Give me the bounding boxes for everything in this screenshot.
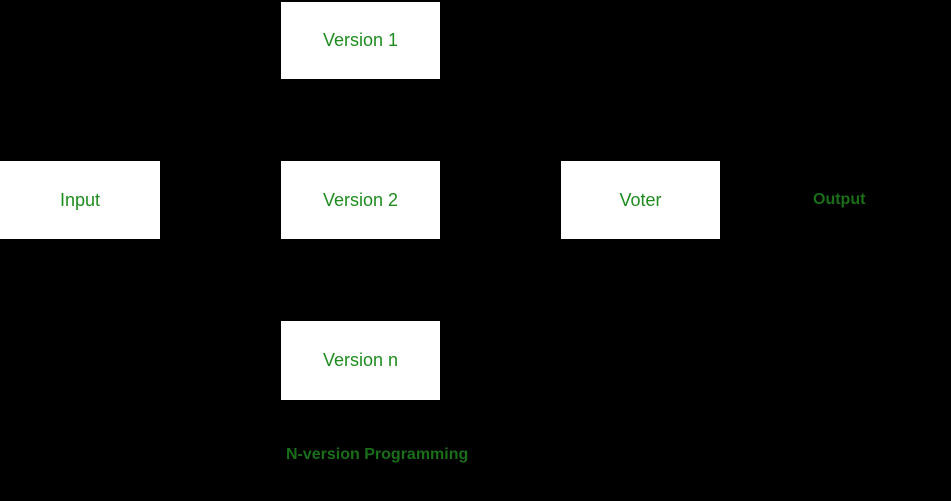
version-1-box: Version 1 xyxy=(281,2,440,79)
version-n-box: Version n xyxy=(281,321,440,400)
input-box: Input xyxy=(0,161,160,239)
version-n-label: Version n xyxy=(322,350,399,370)
version-2-label: Version 2 xyxy=(322,189,399,210)
output-label: Output xyxy=(813,191,866,208)
voter-label: Voter xyxy=(619,189,662,210)
voter-box: Voter xyxy=(561,161,720,239)
version-2-box: Version 2 xyxy=(281,161,440,239)
diagram-caption: N-version Programming xyxy=(286,446,469,463)
input-label: Input xyxy=(59,189,101,210)
version-1-label: Version 1 xyxy=(322,30,399,50)
